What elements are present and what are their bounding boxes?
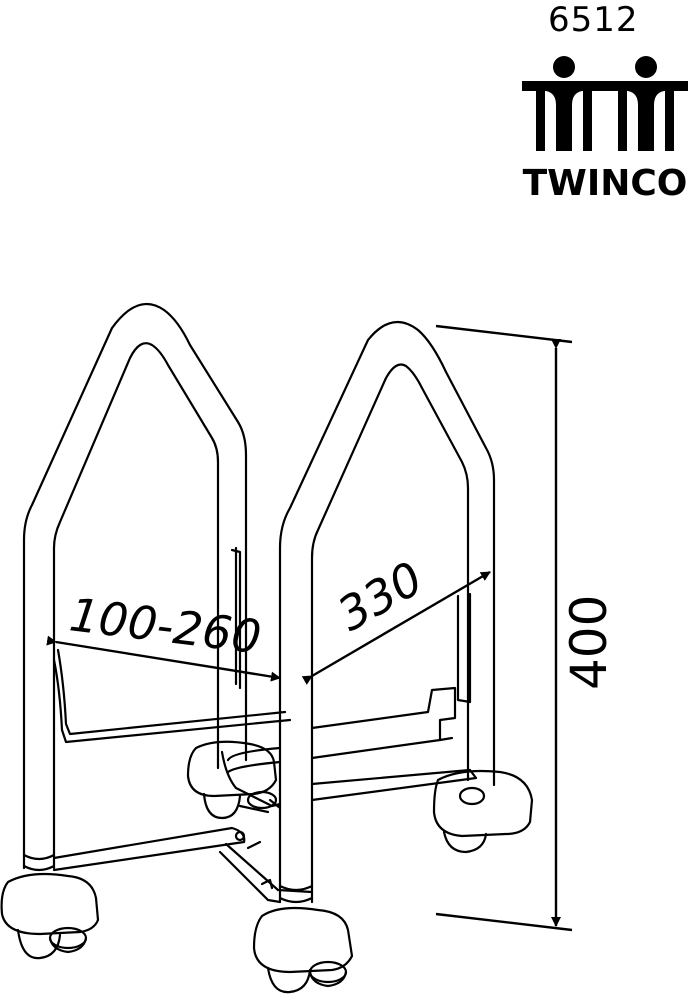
dimension-lines: [46, 324, 573, 932]
twin-figures-logo-icon: [522, 56, 688, 151]
height-bottom-extension-line: [435, 912, 573, 932]
left-frame: [22, 302, 292, 872]
depth-dimension-label: 330: [329, 551, 432, 642]
height-dimension-label: 400: [560, 595, 618, 690]
width-dimension-label: 100-260: [67, 587, 264, 664]
depth-dimension-arrow: [301, 570, 491, 685]
height-top-extension-line: [435, 324, 573, 344]
base-bars: [52, 746, 478, 904]
product-code: 6512: [548, 0, 639, 40]
brand-name: TWINCO: [522, 163, 688, 204]
caster-wheels: [0, 740, 534, 994]
width-dimension-arrow: [46, 635, 281, 682]
